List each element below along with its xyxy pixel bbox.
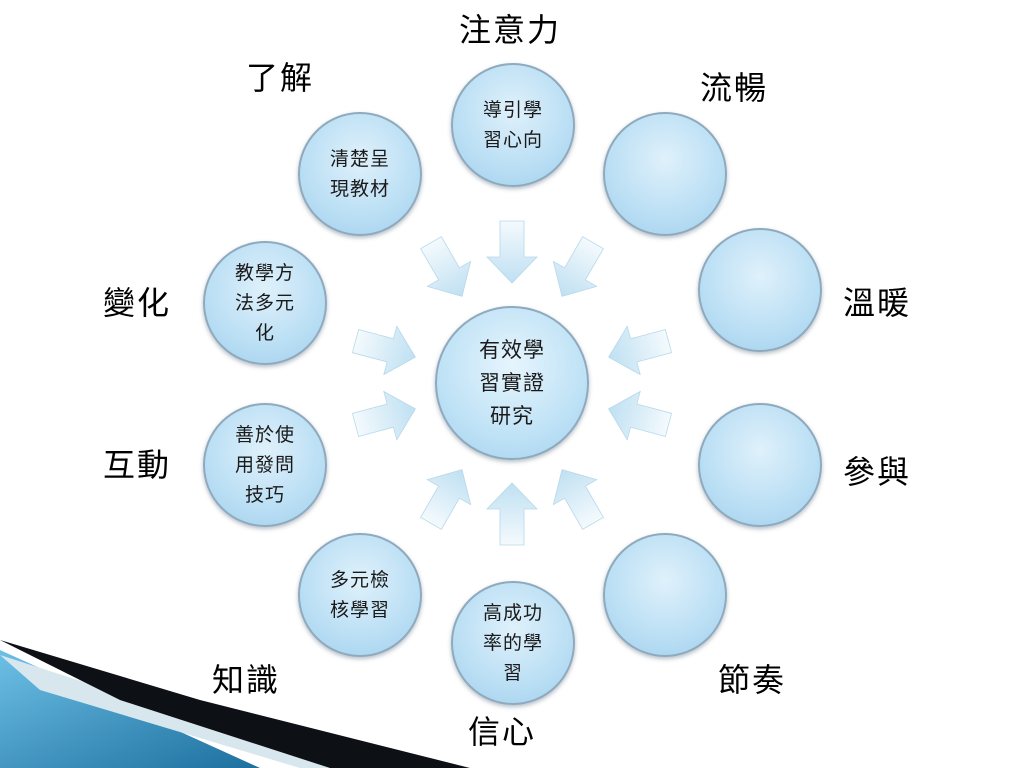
- circle-left-lower-text: 善於使 用發問 技巧: [234, 424, 295, 506]
- arrow-8: [351, 390, 416, 441]
- label-bottom: 信心: [468, 713, 537, 751]
- arrow-6: [486, 482, 538, 546]
- circle-top: 導引學 習心向: [451, 63, 575, 187]
- circle-top-right: [603, 112, 727, 236]
- circle-right-lower: [698, 403, 822, 527]
- label-bottom-left: 知識: [212, 661, 281, 699]
- arrow-9: [351, 325, 416, 376]
- circle-top-text: 導引學 習心向: [482, 99, 543, 151]
- label-left-upper: 變化: [103, 284, 172, 322]
- circle-top-left-text: 清楚呈 現教材: [329, 148, 390, 200]
- label-left-lower: 互動: [103, 446, 172, 484]
- label-right-lower: 參與: [843, 453, 912, 491]
- arrow-2: [552, 236, 604, 297]
- arrow-7: [420, 469, 472, 530]
- label-top: 注意力: [459, 11, 562, 49]
- label-right-upper: 溫暖: [843, 284, 912, 322]
- circle-bottom-left: 多元檢 核學習: [298, 533, 422, 657]
- label-top-left: 了解: [246, 59, 315, 97]
- circle-bottom: 高成功 率的學 習: [451, 581, 575, 705]
- arrow-3: [608, 325, 673, 376]
- circle-bottom-left-text: 多元檢 核學習: [329, 569, 390, 621]
- arrow-10: [420, 236, 472, 297]
- arrow-4: [608, 390, 673, 441]
- label-top-right: 流暢: [700, 69, 769, 107]
- center-circle-text: 有效學 習實證 研究: [479, 337, 545, 428]
- circle-bottom-text: 高成功 率的學 習: [482, 602, 543, 684]
- circle-left-upper: 教學方 法多元 化: [203, 241, 327, 365]
- circle-top-left: 清楚呈 現教材: [298, 112, 422, 236]
- circle-left-lower: 善於使 用發問 技巧: [203, 403, 327, 527]
- circle-right-upper: [698, 228, 822, 352]
- center-circle: 有效學 習實證 研究: [435, 306, 589, 460]
- label-bottom-right: 節奏: [718, 661, 787, 699]
- circle-left-upper-text: 教學方 法多元 化: [234, 262, 295, 344]
- circle-bottom-right: [603, 533, 727, 657]
- arrow-5: [552, 469, 604, 530]
- arrow-1: [486, 220, 538, 284]
